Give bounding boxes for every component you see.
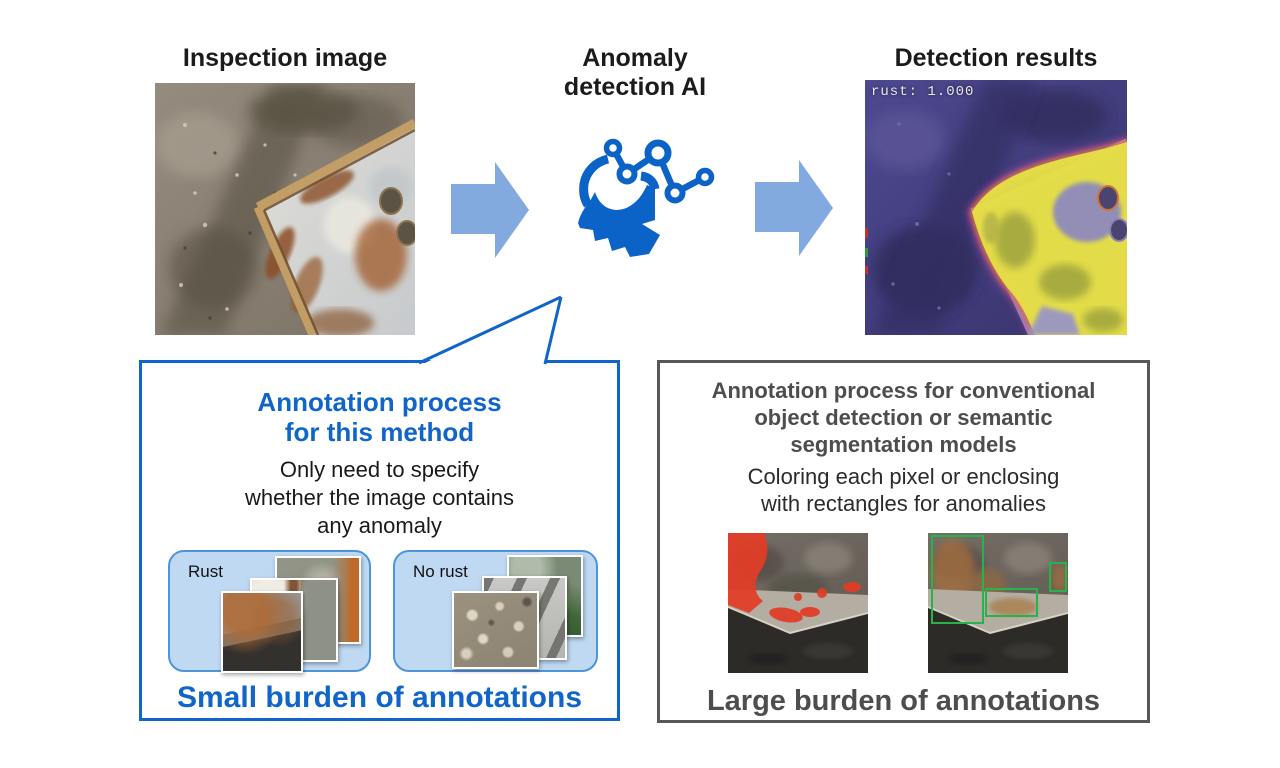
callout-pointer xyxy=(418,295,563,365)
anomaly-detection-ai-title: Anomaly detection AI xyxy=(563,44,707,101)
detection-results-title: Detection results xyxy=(894,44,1098,72)
flow-arrow-icon xyxy=(451,160,529,260)
conventional-box-footer: Large burden of annotations xyxy=(706,685,1101,717)
method-annotation-box: Annotation process for this method Only … xyxy=(139,360,620,721)
no-rust-category-panel: No rust xyxy=(393,550,598,672)
rust-sample-photo xyxy=(221,591,303,673)
method-box-body: Only need to specify whether the image c… xyxy=(244,457,515,538)
conventional-box-body: Coloring each pixel or enclosing with re… xyxy=(747,464,1060,516)
conventional-box-title: Annotation process for conventional obje… xyxy=(711,378,1096,457)
segmentation-mask-example-photo xyxy=(728,533,868,673)
rust-label: Rust xyxy=(188,562,223,581)
rust-category-panel: Rust xyxy=(168,550,371,673)
no-rust-sample-photo xyxy=(452,591,539,669)
conventional-annotation-box: Annotation process for conventional obje… xyxy=(657,360,1150,723)
method-box-title: Annotation process for this method xyxy=(257,387,502,447)
detection-result-photo: rust: 1.000 xyxy=(865,80,1127,335)
bounding-box-example-photo xyxy=(928,533,1068,673)
no-rust-label: No rust xyxy=(413,562,468,581)
method-box-footer: Small burden of annotations xyxy=(176,681,582,714)
flow-arrow-icon xyxy=(755,158,833,258)
ai-brain-network-icon xyxy=(578,138,715,257)
inspection-image-title: Inspection image xyxy=(182,44,388,72)
inspection-photo xyxy=(155,83,415,335)
detection-score-label: rust: 1.000 xyxy=(871,84,975,100)
